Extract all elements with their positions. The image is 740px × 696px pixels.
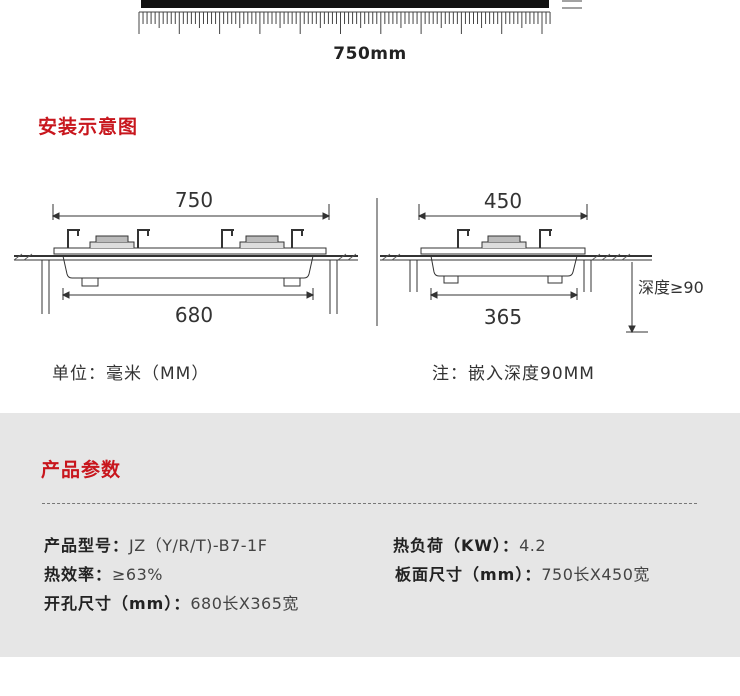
left-top-value: 750 [175,188,213,212]
spec-heat-load: 热负荷（KW）：4.2 [393,532,546,556]
right-top-value: 450 [484,189,522,213]
left-diagram [13,204,358,314]
side-mark-icon [562,0,582,9]
embed-note: 注：嵌入深度90MM [432,364,595,384]
spec-label: 开孔尺寸（mm）： [44,594,191,613]
left-bottom-value: 680 [175,303,213,327]
spec-efficiency: 热效率：≥63% [44,561,163,585]
top-dimension-label: 750mm [333,44,407,64]
spec-value: JZ（Y/R/T)-B7-1F [129,536,268,555]
spec-model: 产品型号：JZ（Y/R/T)-B7-1F [44,532,267,556]
dashed-divider [42,503,697,504]
spec-value: 680长X365宽 [190,594,299,613]
spec-label: 产品型号： [44,536,130,555]
spec-cutout-size: 开孔尺寸（mm）：680长X365宽 [44,590,299,614]
spec-panel-size: 板面尺寸（mm）：750长X450宽 [395,561,650,585]
depth-label: 深度≥90 [638,278,704,297]
spec-value: 4.2 [519,536,547,555]
unit-note: 单位：毫米（MM） [52,364,210,384]
spec-label: 热效率： [44,565,113,584]
spec-value: ≥63% [112,565,163,584]
spec-label: 热负荷（KW）： [393,536,520,555]
right-diagram [380,204,652,334]
install-title: 安装示意图 [38,116,139,138]
spec-value: 750长X450宽 [541,565,650,584]
params-panel [0,413,740,657]
spec-label: 板面尺寸（mm）： [395,565,542,584]
params-title: 产品参数 [41,459,122,481]
install-diagram: 750 680 450 365 深度≥90 [13,188,704,334]
right-bottom-value: 365 [484,305,522,329]
dimension-ruler [138,11,551,34]
product-edge-bar [141,0,549,8]
